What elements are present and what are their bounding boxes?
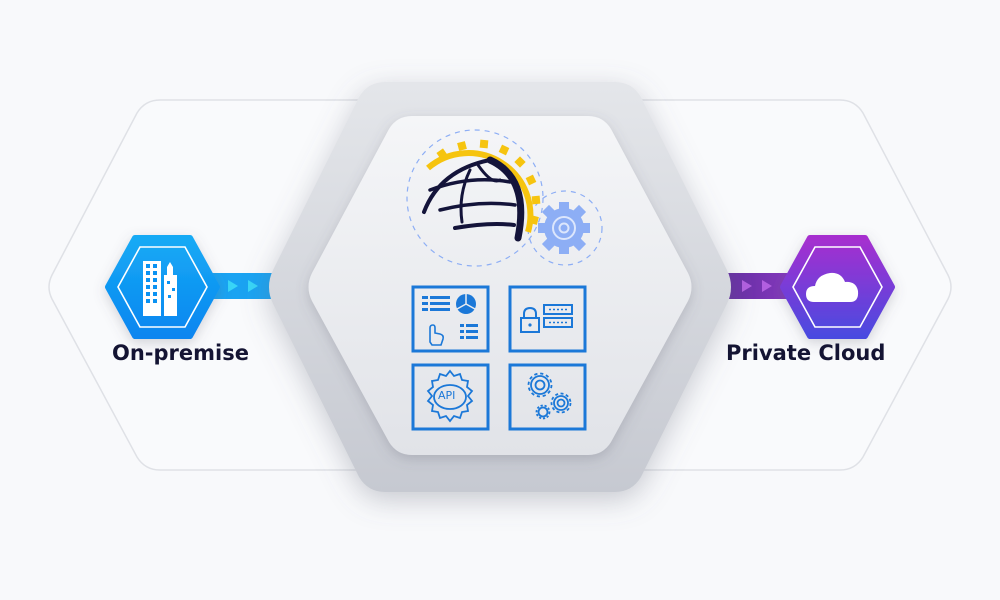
on-premise-node[interactable] [105, 235, 220, 339]
api-text: API [438, 389, 456, 402]
on-premise-label: On-premise [112, 341, 249, 365]
feature-tile-security [508, 285, 587, 353]
gears-icon [527, 372, 572, 420]
buildings-icon [143, 261, 177, 316]
private-cloud-label: Private Cloud [726, 341, 886, 365]
gear-icon [538, 202, 590, 254]
api-gear-icon [426, 369, 474, 423]
cloud-icon [806, 272, 859, 302]
dashboard-icon [422, 294, 478, 346]
feature-tile-dashboard [411, 285, 490, 353]
feature-tile-gears [508, 363, 587, 431]
lock-server-icon [520, 304, 573, 333]
hub-inner-hexagon [308, 116, 692, 455]
globe-gear-logo [406, 129, 603, 267]
feature-tile-api [411, 363, 490, 431]
